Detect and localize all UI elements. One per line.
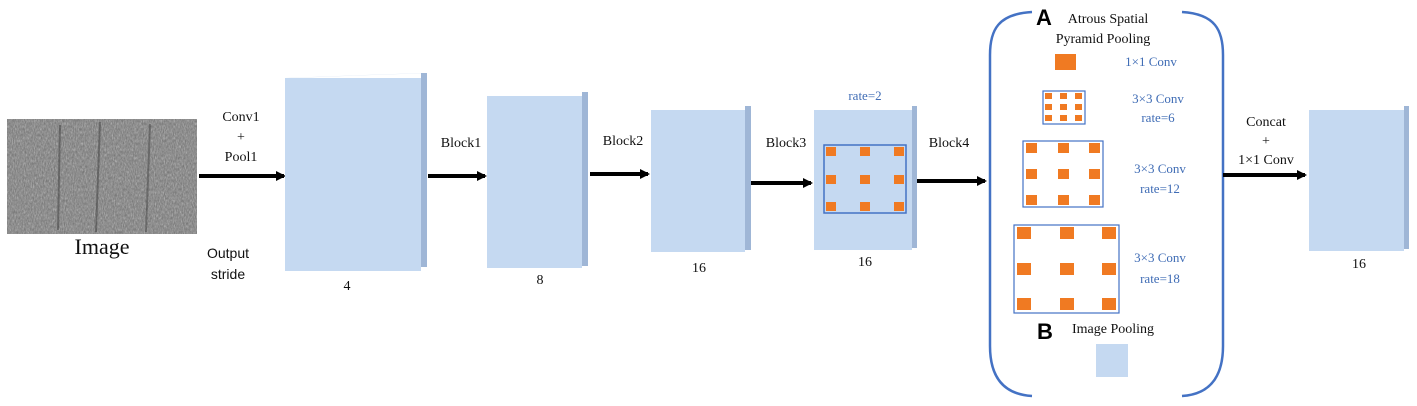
concat-plus-label: + [1262, 134, 1270, 149]
aspp-3x3-rate18-kernel [1013, 224, 1120, 314]
block1-label: Block1 [441, 136, 481, 151]
aspp-title-line2: Pyramid Pooling [1056, 32, 1151, 47]
feature-map-1 [285, 73, 427, 271]
aspp-3x3-rate6-kernel [1042, 90, 1086, 125]
feature-map-2 [487, 92, 588, 268]
concat-label: Concat [1246, 115, 1286, 130]
aspp-1x1-conv-kernel [1055, 54, 1076, 70]
output-stride-label-line1: Output [207, 245, 249, 261]
block3-label: Block3 [766, 136, 806, 151]
aspp-label-a: A [1036, 5, 1052, 30]
aspp-3x3-rate12-kernel [1022, 140, 1104, 208]
aspp-3x3-rate18-label-line1: 3×3 Conv [1134, 250, 1186, 265]
feature-map-1-stride: 4 [344, 279, 351, 294]
aspp-3x3-rate6-label-line1: 3×3 Conv [1132, 91, 1184, 106]
pool1-label: Pool1 [225, 150, 258, 165]
aspp-3x3-rate12-label-line2: rate=12 [1140, 181, 1180, 196]
input-image-caption: Image [75, 234, 130, 259]
output-stride-label-line2: stride [211, 266, 245, 282]
aspp-3x3-rate6-label-line2: rate=6 [1141, 110, 1175, 125]
image-pooling-label: Image Pooling [1072, 322, 1154, 337]
input-image [7, 119, 197, 234]
feature-map-4-atrous-kernel [823, 144, 907, 214]
block2-label: Block2 [603, 134, 643, 149]
conv1-plus-label: + [237, 130, 245, 145]
concat-1x1-conv-label: 1×1 Conv [1238, 153, 1294, 168]
aspp-3x3-rate12-label-line1: 3×3 Conv [1134, 161, 1186, 176]
aspp-title-line1: Atrous Spatial [1068, 12, 1149, 27]
feature-map-4-rate: rate=2 [848, 88, 881, 103]
feature-map-3 [651, 106, 751, 252]
conv1-label: Conv1 [222, 110, 259, 125]
image-pooling-block [1096, 344, 1128, 377]
feature-map-2-stride: 8 [537, 273, 544, 288]
feature-map-4-stride: 16 [858, 255, 872, 270]
feature-map-3-stride: 16 [692, 261, 706, 276]
aspp-label-b: B [1037, 319, 1053, 344]
block4-label: Block4 [929, 136, 969, 151]
output-feature-map-stride: 16 [1352, 257, 1366, 272]
output-feature-map [1309, 106, 1409, 251]
aspp-bracket [988, 10, 1225, 398]
aspp-1x1-conv-label: 1×1 Conv [1125, 54, 1177, 69]
aspp-3x3-rate18-label-line2: rate=18 [1140, 271, 1180, 286]
